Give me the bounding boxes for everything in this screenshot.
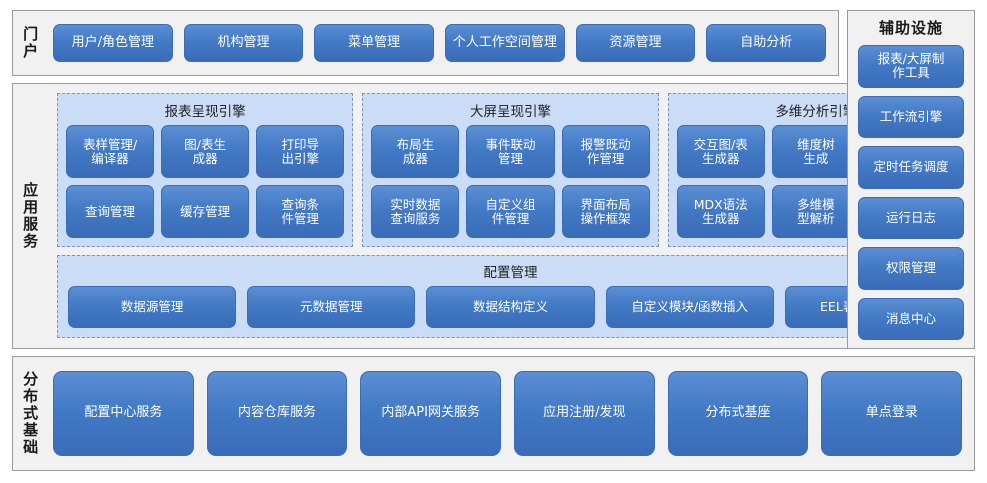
aux-facilities-panel: 辅助设施 报表/大屏制 作工具 工作流引擎 定时任务调度 运行日志 权限管理 消… xyxy=(847,10,975,349)
portal-button-user-role[interactable]: 用户/角色管理 xyxy=(53,24,173,62)
engine-report-item-query-condition[interactable]: 查询条 件管理 xyxy=(256,185,345,238)
config-management-box: 配置管理 数据源管理 元数据管理 数据结构定义 自定义模块/函数插入 EEL表达… xyxy=(57,255,964,338)
middle-section: 应用服务 报表呈现引擎 表样管理/ 编译器 图/表生 成器 打印导 出引擎 查询… xyxy=(12,10,975,349)
portal-button-org[interactable]: 机构管理 xyxy=(183,24,304,62)
app-services-panel: 应用服务 报表呈现引擎 表样管理/ 编译器 图/表生 成器 打印导 出引擎 查询… xyxy=(12,83,975,349)
engine-report-grid: 表样管理/ 编译器 图/表生 成器 打印导 出引擎 查询管理 缓存管理 查询条 … xyxy=(66,125,345,238)
base-button-config-center[interactable]: 配置中心服务 xyxy=(53,371,194,456)
engine-bigscreen-item-alarm-action[interactable]: 报警既动 作管理 xyxy=(561,125,650,178)
app-services-body: 报表呈现引擎 表样管理/ 编译器 图/表生 成器 打印导 出引擎 查询管理 缓存… xyxy=(47,84,974,348)
engine-report-rendering: 报表呈现引擎 表样管理/ 编译器 图/表生 成器 打印导 出引擎 查询管理 缓存… xyxy=(57,93,354,247)
app-services-label: 应用服务 xyxy=(21,182,40,250)
top-section: 门户 用户/角色管理 机构管理 菜单管理 个人工作空间管理 资源管理 自助分析 xyxy=(12,10,975,76)
engine-multidim-item-mdx-generator[interactable]: MDX语法 生成器 xyxy=(676,185,765,238)
engine-report-item-query-mgmt[interactable]: 查询管理 xyxy=(66,185,155,238)
config-button-row: 数据源管理 元数据管理 数据结构定义 自定义模块/函数插入 EEL表达式解析器 xyxy=(68,286,954,328)
aux-panel-title: 辅助设施 xyxy=(878,19,943,37)
config-item-datasource[interactable]: 数据源管理 xyxy=(68,286,237,328)
aux-button-list: 报表/大屏制 作工具 工作流引擎 定时任务调度 运行日志 权限管理 消息中心 xyxy=(858,45,964,340)
portal-button-self-service[interactable]: 自助分析 xyxy=(706,24,827,62)
aux-button-report-bigscreen-tool[interactable]: 报表/大屏制 作工具 xyxy=(858,45,964,88)
engine-bigscreen-item-layout-generator[interactable]: 布局生 成器 xyxy=(371,125,460,178)
distributed-base-panel: 分布式基础 配置中心服务 内容仓库服务 内部API网关服务 应用注册/发现 分布… xyxy=(12,356,975,471)
base-button-api-gateway[interactable]: 内部API网关服务 xyxy=(360,371,502,456)
base-button-sso[interactable]: 单点登录 xyxy=(821,371,963,456)
engine-bigscreen-rendering: 大屏呈现引擎 布局生 成器 事件联动 管理 报警既动 作管理 实时数据 查询服务… xyxy=(362,93,659,247)
aux-button-message-center[interactable]: 消息中心 xyxy=(858,297,964,340)
engine-bigscreen-item-ui-framework[interactable]: 界面布局 操作框架 xyxy=(561,185,650,238)
engine-title-report: 报表呈现引擎 xyxy=(164,104,246,120)
aux-button-workflow-engine[interactable]: 工作流引擎 xyxy=(858,95,964,138)
engine-multidim-item-interactive-chart[interactable]: 交互图/表 生成器 xyxy=(676,125,765,178)
config-title: 配置管理 xyxy=(483,265,538,281)
engine-report-item-chart-generator[interactable]: 图/表生 成器 xyxy=(161,125,250,178)
engine-bigscreen-item-custom-component[interactable]: 自定义组 件管理 xyxy=(466,185,555,238)
engine-report-item-template-compiler[interactable]: 表样管理/ 编译器 xyxy=(66,125,155,178)
config-item-metadata[interactable]: 元数据管理 xyxy=(247,286,416,328)
aux-button-runtime-log[interactable]: 运行日志 xyxy=(858,196,964,239)
distributed-base-label: 分布式基础 xyxy=(21,371,40,456)
portal-label: 门户 xyxy=(21,26,40,60)
bottom-section: 分布式基础 配置中心服务 内容仓库服务 内部API网关服务 应用注册/发现 分布… xyxy=(12,356,975,471)
base-button-content-repo[interactable]: 内容仓库服务 xyxy=(206,371,348,456)
portal-button-row: 用户/角色管理 机构管理 菜单管理 个人工作空间管理 资源管理 自助分析 xyxy=(47,11,838,75)
portal-panel: 门户 用户/角色管理 机构管理 菜单管理 个人工作空间管理 资源管理 自助分析 xyxy=(12,10,839,76)
engine-title-multidim: 多维分析引擎 xyxy=(775,104,857,120)
engine-title-bigscreen: 大屏呈现引擎 xyxy=(469,104,551,120)
engine-multidim-item-dimension-tree[interactable]: 维度树 生成 xyxy=(771,125,860,178)
distributed-base-button-row: 配置中心服务 内容仓库服务 内部API网关服务 应用注册/发现 分布式基座 单点… xyxy=(47,357,974,470)
engine-report-item-print-export[interactable]: 打印导 出引擎 xyxy=(256,125,345,178)
aux-button-scheduled-task[interactable]: 定时任务调度 xyxy=(858,146,964,189)
engine-multidim-item-model-parse[interactable]: 多维模 型解析 xyxy=(771,185,860,238)
engine-report-item-cache-mgmt[interactable]: 缓存管理 xyxy=(161,185,250,238)
engine-bigscreen-item-event-linkage[interactable]: 事件联动 管理 xyxy=(466,125,555,178)
config-item-custom-module[interactable]: 自定义模块/函数插入 xyxy=(605,286,774,328)
engine-bigscreen-item-realtime-query[interactable]: 实时数据 查询服务 xyxy=(371,185,460,238)
engine-bigscreen-grid: 布局生 成器 事件联动 管理 报警既动 作管理 实时数据 查询服务 自定义组 件… xyxy=(371,125,650,238)
base-button-distributed-foundation[interactable]: 分布式基座 xyxy=(667,371,809,456)
config-item-data-structure[interactable]: 数据结构定义 xyxy=(426,286,595,328)
base-button-app-registry[interactable]: 应用注册/发现 xyxy=(514,371,655,456)
portal-button-menu[interactable]: 菜单管理 xyxy=(314,24,435,62)
portal-button-resource[interactable]: 资源管理 xyxy=(575,24,696,62)
portal-button-workspace[interactable]: 个人工作空间管理 xyxy=(445,24,565,62)
engines-row: 报表呈现引擎 表样管理/ 编译器 图/表生 成器 打印导 出引擎 查询管理 缓存… xyxy=(57,93,964,247)
aux-button-permission-mgmt[interactable]: 权限管理 xyxy=(858,247,964,290)
